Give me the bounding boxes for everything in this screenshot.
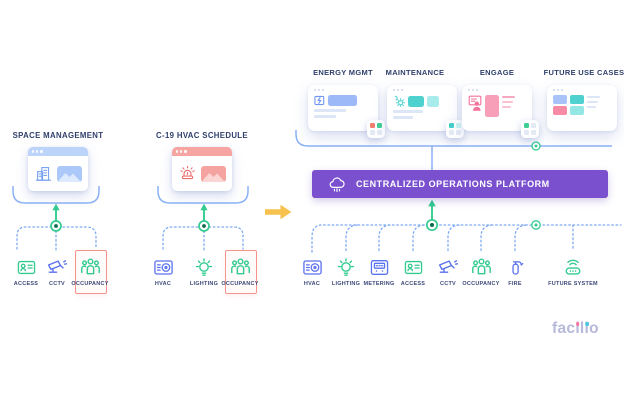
energy-mgmt-card	[308, 85, 385, 138]
hvac-icon	[153, 252, 174, 278]
device-occupancy: OCCUPANCY	[208, 252, 272, 287]
module-title-energy: ENERGY MGMT	[313, 68, 373, 77]
occupancy-highlight-box	[225, 250, 257, 294]
device-access: ACCESS	[381, 252, 445, 287]
centralized-operations-platform-bar: CENTRALIZED OPERATIONS PLATFORM	[312, 170, 608, 198]
device-metering: METERING	[347, 252, 411, 287]
space-management-title: SPACE MANAGEMENT	[12, 131, 104, 140]
device-lighting: LIGHTING	[172, 252, 236, 287]
space-management-card	[28, 147, 88, 191]
c19-hvac-schedule-title: C-19 HVAC SCHEDULE	[156, 131, 248, 140]
maintenance-icon	[394, 95, 405, 107]
device-lighting: LIGHTING	[314, 252, 378, 287]
alarm-icon	[178, 164, 197, 183]
people-icon	[229, 252, 252, 278]
platform-top-bracket	[295, 130, 612, 170]
iot-hub-icon	[562, 252, 584, 278]
platform-bar-label: CENTRALIZED OPERATIONS PLATFORM	[356, 179, 550, 189]
device-occupancy: OCCUPANCY	[58, 252, 122, 287]
module-title-engage: ENGAGE	[479, 68, 515, 77]
engage-card	[462, 85, 539, 138]
energy-icon	[314, 95, 325, 106]
future-use-cases-card	[547, 85, 617, 131]
device-cctv: CCTV	[416, 252, 480, 287]
flow-arrow-right-icon	[265, 204, 292, 220]
buildings-icon	[34, 163, 53, 184]
image-placeholder	[201, 165, 226, 182]
app-badge	[367, 120, 385, 138]
device-fire: FIRE	[483, 252, 547, 287]
maintenance-card	[387, 85, 464, 138]
window-chrome	[172, 147, 232, 156]
people-icon	[79, 252, 102, 278]
space-management-bracket	[12, 186, 100, 253]
occupancy-highlight-box	[75, 250, 107, 294]
image-placeholder	[57, 165, 82, 182]
c19-hvac-bracket	[157, 186, 249, 253]
device-access: ACCESS	[0, 252, 58, 287]
fire-extinguisher-icon	[505, 252, 526, 278]
engage-person-icon	[468, 95, 482, 111]
device-hvac: HVAC	[280, 252, 344, 287]
cloud-icon	[327, 175, 347, 194]
module-title-future: FUTURE USE CASES	[543, 68, 624, 77]
window-chrome	[28, 147, 88, 156]
app-badge	[521, 120, 539, 138]
platform-device-bus	[311, 199, 622, 253]
c19-hvac-schedule-card	[172, 147, 232, 191]
facilio-logo: facilio	[552, 320, 599, 337]
device-cctv: CCTV	[25, 252, 89, 287]
device-future-system: FUTURE SYSTEM	[541, 252, 605, 287]
module-title-maintenance: MAINTENANCE	[385, 68, 445, 77]
device-hvac: HVAC	[131, 252, 195, 287]
app-badge	[446, 120, 464, 138]
dashboard-tiles	[553, 95, 584, 115]
device-occupancy: OCCUPANCY	[449, 252, 513, 287]
